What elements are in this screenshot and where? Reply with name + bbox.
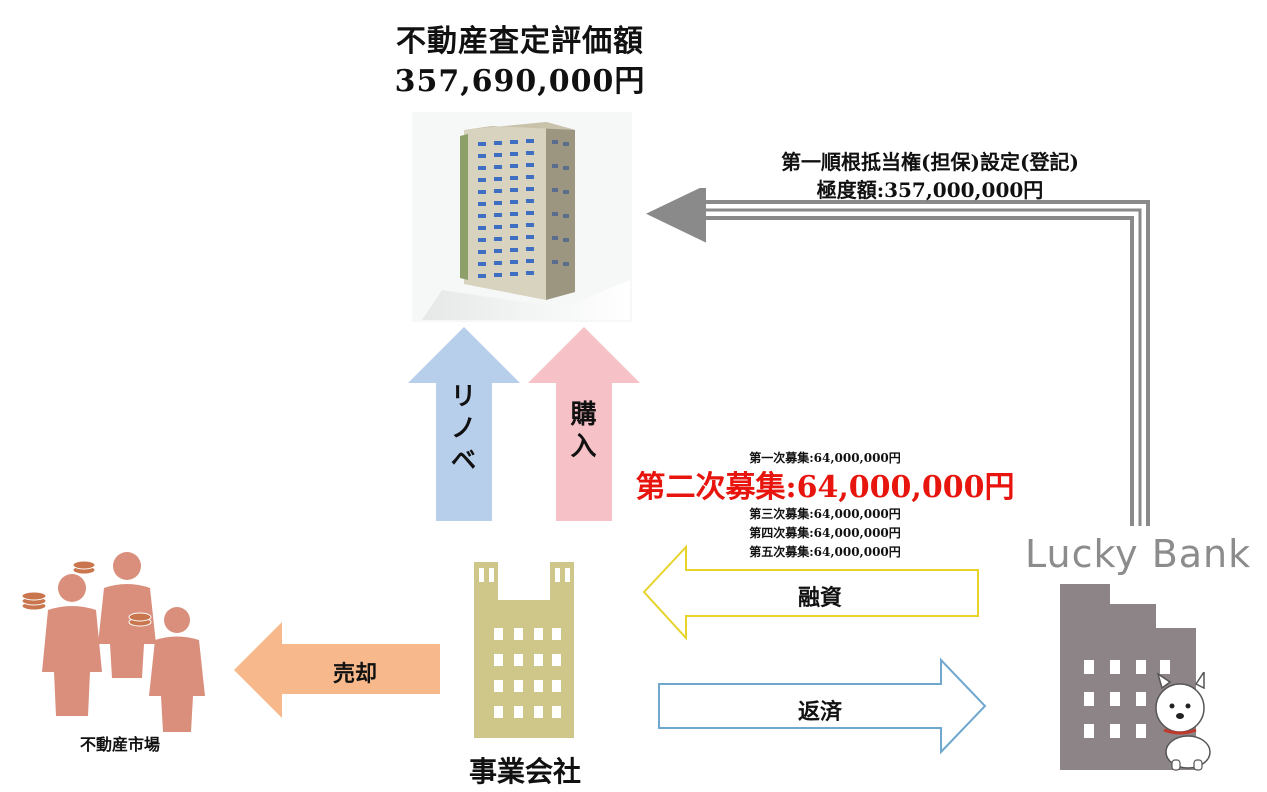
company-building-icon — [474, 562, 574, 738]
valuation-amount: 357,690,000円 — [394, 64, 646, 99]
first-round-text: 第一次募集:64,000,000円 — [749, 451, 901, 465]
market-label: 不動産市場 — [79, 735, 160, 754]
white-dog-icon — [1155, 672, 1211, 771]
repayment-arrow — [658, 657, 987, 755]
fourth-round-text: 第四次募集:64,000,000円 — [749, 526, 901, 540]
people-with-coins-icon — [21, 552, 205, 732]
lien-registration-arrow — [646, 188, 1150, 526]
third-round-text: 第三次募集:64,000,000円 — [749, 507, 901, 521]
purchase-arrow — [528, 327, 640, 521]
lien-type: 第一順根抵当権(担保)設定(登記) — [781, 150, 1079, 174]
fifth-round-text: 第五次募集:64,000,000円 — [749, 545, 901, 559]
renovation-arrow — [408, 327, 520, 521]
second-round-text: 第二次募集:64,000,000円 — [635, 470, 1015, 505]
company-label: 事業会社 — [468, 755, 581, 788]
repayment-label: 返済 — [797, 699, 842, 725]
renovation-label: リノベ — [446, 382, 476, 478]
purchase-label: 購入 — [566, 400, 596, 464]
valuation-label: 不動産査定評価額 — [396, 24, 644, 59]
sale-label: 売却 — [332, 661, 377, 687]
lien-limit-amount: 極度額:357,000,000円 — [816, 178, 1044, 202]
financing-arrow — [642, 544, 979, 641]
lien-registration-label: 第一順根抵当権(担保)設定(登記) 極度額:357,000,000円 — [720, 148, 1140, 204]
bank-building-icon — [1060, 584, 1196, 770]
apartment-tower-icon — [412, 112, 632, 322]
lucky-bank-logo: Lucky Bank — [1025, 532, 1252, 576]
financing-label: 融資 — [797, 585, 842, 611]
sale-arrow — [234, 622, 440, 718]
property-valuation-title: 不動産査定評価額 357,690,000円 — [340, 22, 700, 102]
